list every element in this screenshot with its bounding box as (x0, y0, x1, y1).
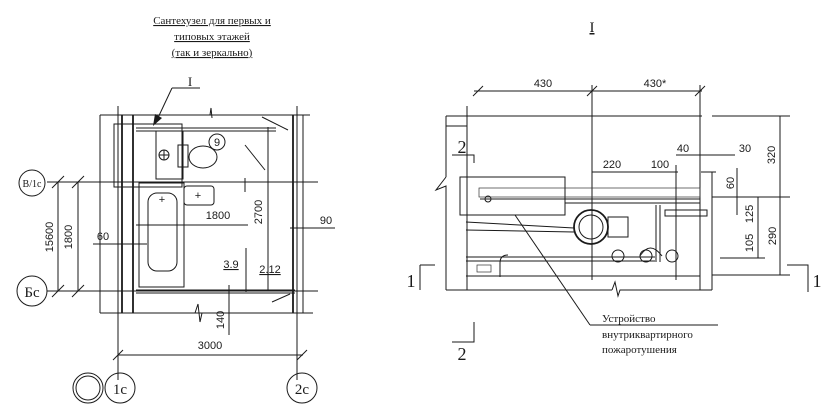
dim-height: 1800 (63, 225, 75, 249)
axis-label-top: В/1с (23, 179, 42, 190)
dim-diag: 2700 (253, 200, 265, 224)
fixture-tag (208, 133, 226, 151)
bathtub-outer (138, 182, 185, 288)
dim-overall-height: 15600 (44, 222, 56, 253)
fire-equipment-callout: Устройство внутриквартирного пожаротушен… (514, 214, 718, 356)
callout-line-2: внутриквартирного (602, 329, 693, 341)
fire-cabinet (459, 176, 566, 216)
dim-290: 290 (767, 227, 779, 245)
section-1-right: 1 (813, 271, 822, 291)
dim-220: 220 (603, 159, 621, 171)
plan-fixtures: 9 + + (113, 123, 247, 292)
axis-label-right: 2с (295, 382, 310, 398)
axis-bubble-top (18, 169, 46, 197)
section-marker-label: I (188, 74, 192, 89)
dim-wall-right: 90 (320, 215, 332, 227)
axis-label-bottom: Бс (24, 285, 40, 301)
plan-title-line-3: (так и зеркально) (172, 47, 253, 59)
dim-right-span: 430* (644, 78, 667, 90)
section-2-top: 2 (458, 137, 467, 157)
plan-dimensions: 15600 1800 1800 2700 90 60 3.9 2.12 140 … (44, 127, 335, 361)
axis-bubble-blank (72, 372, 104, 404)
dim-100: 100 (651, 159, 669, 171)
detail-dimensions: 430 430* 40 30 220 100 60 320 125 105 29… (472, 78, 790, 280)
dim-30: 30 (739, 143, 751, 155)
plan-title: Сантехузел для первых и типовых этажей (… (153, 15, 271, 59)
cabinet (155, 130, 184, 180)
section-callout-I: I (153, 74, 200, 126)
detail-title: I (590, 20, 595, 36)
detail-body (434, 85, 790, 298)
plan-title-line-1: Сантехузел для первых и (153, 15, 271, 27)
svg-text:+: + (195, 190, 201, 202)
slab-hatch (478, 187, 701, 198)
dim-320: 320 (766, 146, 778, 164)
dim-125: 125 (744, 205, 756, 223)
axis-label-left: 1с (113, 382, 128, 398)
callout-line-3: пожаротушения (602, 344, 677, 356)
section-1-left: 1 (407, 271, 416, 291)
axis-bubble-bottom (16, 275, 48, 307)
dim-40: 40 (677, 143, 689, 155)
plan-walls (99, 106, 313, 380)
section-2-bottom: 2 (458, 344, 467, 364)
axis-bubble-left (104, 372, 136, 404)
dim-60: 60 (725, 177, 737, 189)
dim-wall-left: 60 (97, 231, 109, 243)
room-label-bathroom: 3.9 (223, 259, 238, 271)
bathtub-inner (147, 192, 178, 272)
dim-bath-length: 1800 (206, 210, 230, 222)
callout-line-1: Устройство (602, 313, 656, 325)
washbasin (183, 185, 215, 206)
svg-text:+: + (159, 194, 165, 206)
toilet-bowl (188, 145, 218, 169)
detail-section-markers: 2 2 1 1 (407, 137, 822, 364)
plan-axes: В/1с Бс 1с 2с (16, 169, 318, 404)
dim-left-span: 430 (534, 78, 552, 90)
plan-title-line-2: типовых этажей (174, 31, 250, 43)
dim-width: 3000 (198, 340, 222, 352)
axis-bubble-right (286, 372, 318, 404)
fixture-tag-label: 9 (214, 137, 220, 149)
shaft-box (113, 123, 183, 188)
dim-bottom: 140 (215, 311, 227, 329)
toilet-tank (177, 144, 189, 168)
dim-105: 105 (744, 234, 756, 252)
room-label-toilet: 2.12 (259, 264, 280, 276)
